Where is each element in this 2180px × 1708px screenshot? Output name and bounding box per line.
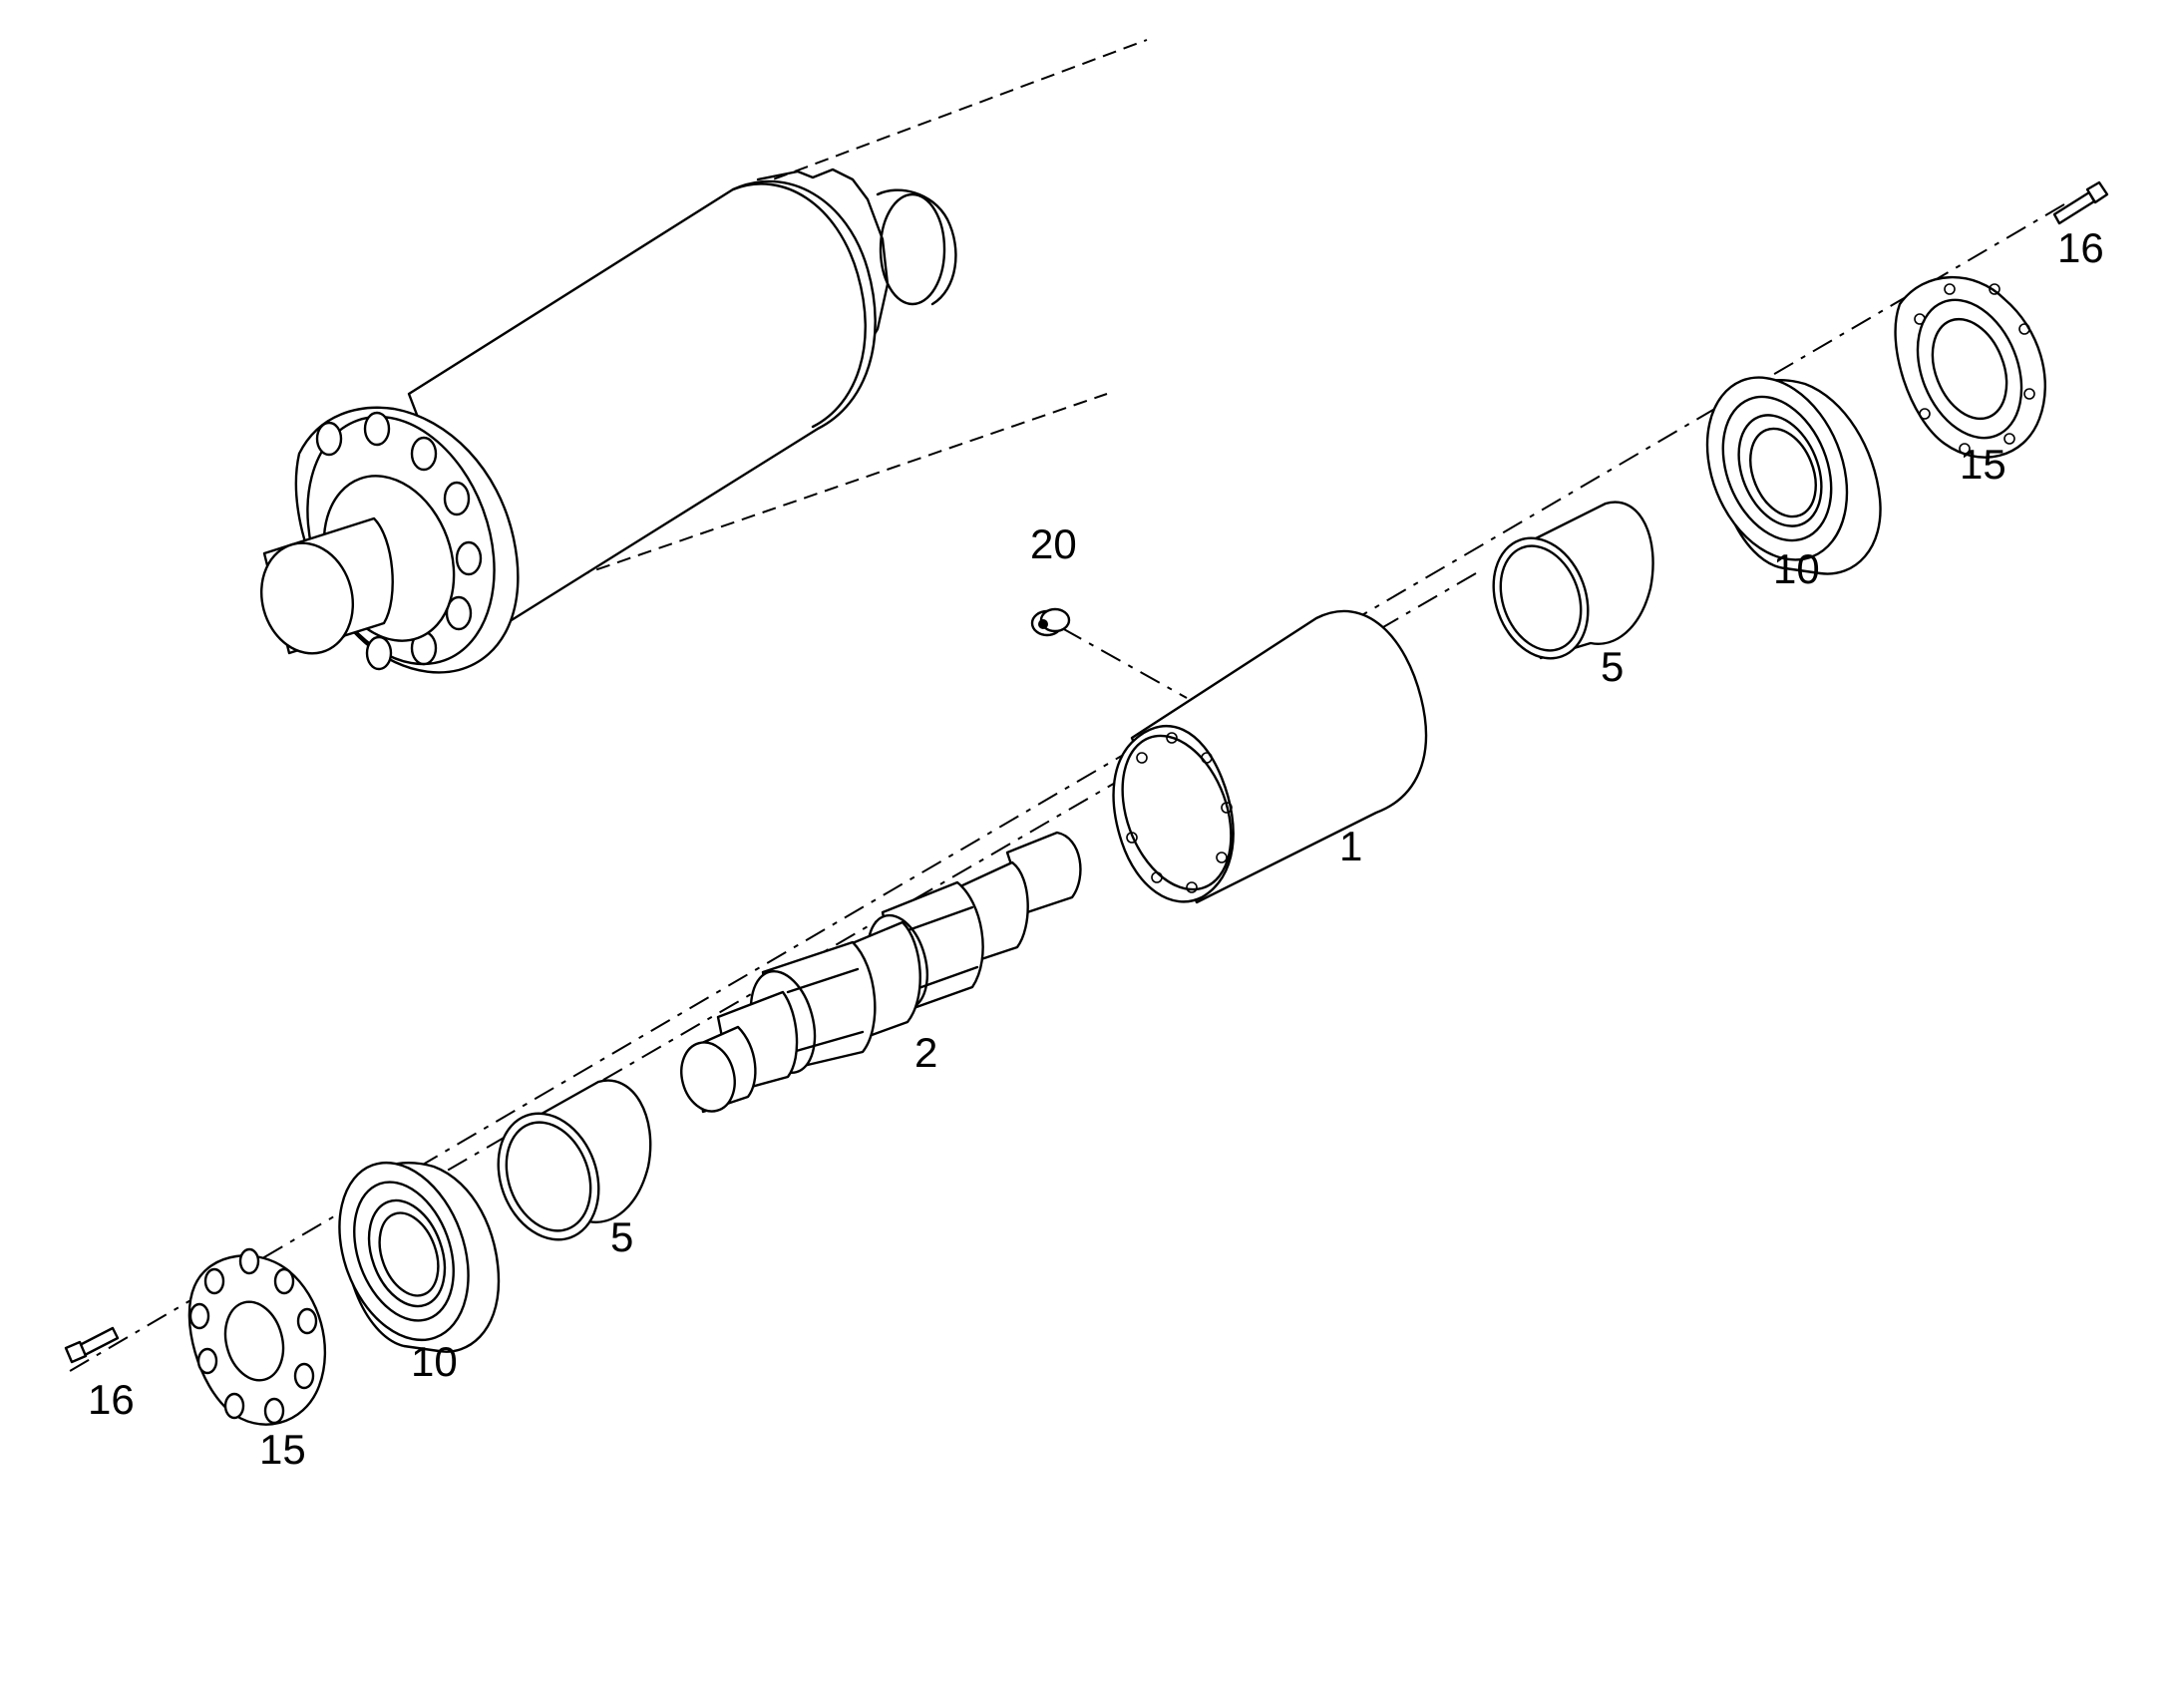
callout-20: 20: [1030, 520, 1077, 567]
bearing-10-lower: [338, 1161, 501, 1353]
callout-16-upper: 16: [2057, 224, 2104, 271]
callout-10-upper: 10: [1773, 545, 1820, 592]
bolt-16-lower: [64, 1326, 120, 1364]
callout-16-lower: 16: [88, 1376, 135, 1423]
sleeve-5-lower: [497, 1079, 652, 1241]
callout-labels: 16 15 10 20 5 1 2 5 10 16 15: [88, 224, 2104, 1473]
callout-5-upper: 5: [1601, 643, 1624, 690]
callout-5-lower: 5: [610, 1213, 633, 1260]
bolt-16-upper: [2052, 180, 2109, 225]
callout-15-lower: 15: [259, 1426, 306, 1473]
cover-15-upper: [1894, 275, 2046, 459]
callout-1: 1: [1339, 823, 1362, 869]
callout-2: 2: [914, 1029, 937, 1076]
assembled-roller: [259, 39, 1148, 674]
callout-10-lower: 10: [411, 1338, 458, 1385]
cover-15-lower: [187, 1247, 327, 1426]
assembled-far-shaft: [756, 168, 957, 361]
drum-shell-1: [1112, 609, 1428, 904]
bearing-10-upper: [1705, 376, 1882, 575]
leader-20: [1061, 627, 1188, 699]
sleeve-5-upper: [1492, 501, 1654, 660]
callout-15-upper: 15: [1960, 441, 2006, 488]
axis-line-upper: [69, 203, 2065, 1372]
assembled-drum: [407, 179, 877, 630]
plug-20: [1030, 607, 1071, 637]
shaft-2: [680, 831, 1082, 1114]
